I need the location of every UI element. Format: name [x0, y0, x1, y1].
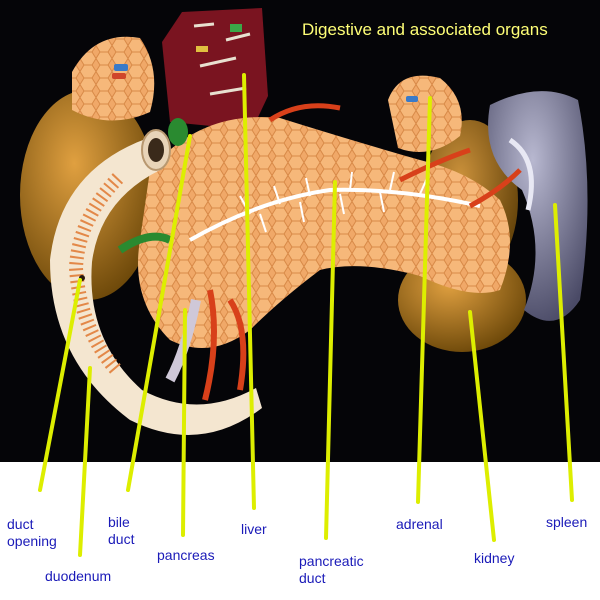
- label-pancreatic-duct-line1: pancreatic: [299, 553, 364, 569]
- label-liver: liver: [241, 521, 267, 538]
- label-kidney: kidney: [474, 550, 514, 567]
- label-liver-text: liver: [241, 521, 267, 537]
- right-adrenal-shape: [388, 75, 462, 152]
- figure-title: Digestive and associated organs: [302, 20, 548, 39]
- label-duct-opening-line1: duct: [7, 516, 34, 532]
- label-pancreas: pancreas: [157, 547, 215, 564]
- label-bile-duct: bile duct: [108, 514, 134, 548]
- label-duodenum: duodenum: [45, 568, 111, 585]
- label-pancreas-text: pancreas: [157, 547, 215, 563]
- label-duct-opening-line2: opening: [7, 533, 57, 549]
- label-duct-opening: duct opening: [7, 516, 57, 550]
- label-duodenum-text: duodenum: [45, 568, 112, 584]
- duodenum-shape: [50, 138, 262, 435]
- label-spleen-text: spleen: [546, 514, 588, 530]
- label-adrenal: adrenal: [396, 516, 443, 533]
- label-pancreatic-duct: pancreatic duct: [299, 553, 364, 587]
- label-bile-duct-line2: duct: [108, 531, 135, 547]
- label-bile-duct-line1: bile: [108, 514, 130, 530]
- label-pancreatic-duct-line2: duct: [299, 570, 326, 586]
- label-spleen: spleen: [546, 514, 587, 531]
- anatomical-model-photo: Digestive and associated organs: [0, 0, 600, 462]
- label-kidney-text: kidney: [474, 550, 515, 566]
- label-adrenal-text: adrenal: [396, 516, 443, 532]
- liver-block-shape: [162, 8, 268, 130]
- model-illustration: [20, 8, 588, 435]
